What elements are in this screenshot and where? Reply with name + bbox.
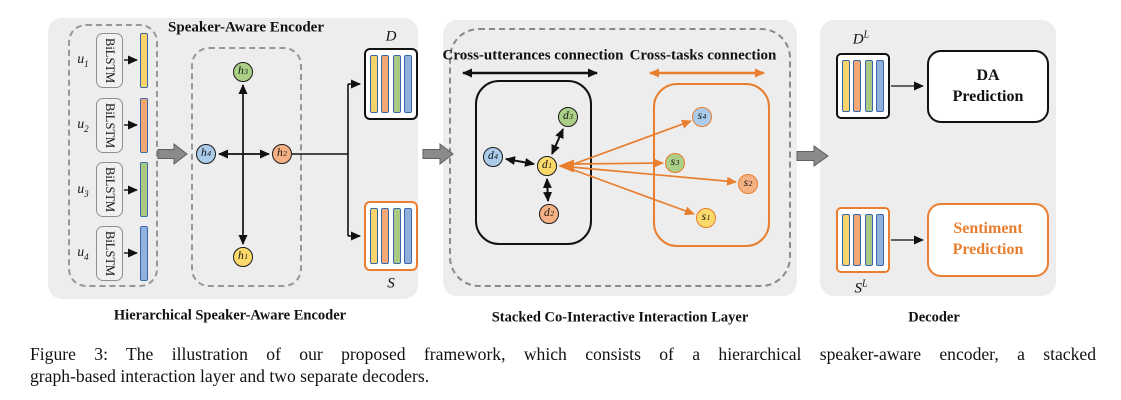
u3-sub: 3 <box>84 188 89 199</box>
bilstm-box-2: BiLSTM <box>96 98 123 153</box>
interaction-caption: Stacked Co-Interactive Interaction Layer <box>491 309 749 326</box>
h3-base: h <box>238 65 244 78</box>
s-bar-orange <box>381 208 390 264</box>
u2-sub: 2 <box>84 123 89 134</box>
speaker-encoder-title: Speaker-Aware Encoder <box>168 19 324 36</box>
sl-matrix-label: SL <box>854 279 867 298</box>
sl-bar-yellow <box>841 214 850 266</box>
sl-sup: L <box>861 278 868 290</box>
d3-base: d <box>563 110 569 123</box>
utterance-group-box <box>68 24 158 287</box>
figure-caption-line1: Figure 3: The illustration of our propos… <box>30 344 1096 364</box>
d-bar-blue <box>404 55 413 113</box>
s-bar-green <box>392 208 401 264</box>
figure-caption: Figure 3: The illustration of our propos… <box>30 344 1096 388</box>
utterance-label-u2: u2 <box>77 116 88 134</box>
dl-bar-blue <box>876 60 885 112</box>
dl-bar-green <box>864 60 873 112</box>
dl-bar-orange <box>853 60 862 112</box>
dl-bar-yellow <box>841 60 850 112</box>
d-bar-yellow <box>369 55 378 113</box>
u2-base: u <box>77 116 85 132</box>
h4-base: h <box>201 147 207 160</box>
bilstm-box-4: BiLSTM <box>96 226 123 281</box>
dl-sup: L <box>863 29 870 41</box>
sl-bar-blue <box>876 214 885 266</box>
bilstm-box-1: BiLSTM <box>96 33 123 88</box>
figure-caption-line2: graph-based interaction layer and two se… <box>30 365 430 386</box>
sentiment-prediction-line2: Prediction <box>952 241 1024 258</box>
d1-base: d <box>542 159 548 172</box>
h1-base: h <box>238 250 244 263</box>
da-prediction-line1: DA <box>976 66 1000 84</box>
sentiment-prediction-box: Sentiment Prediction <box>927 203 1049 277</box>
sentiment-prediction-line1: Sentiment <box>953 220 1023 238</box>
u3-base: u <box>77 181 85 197</box>
utterance-label-u1: u1 <box>77 51 88 69</box>
sl-bar-green <box>864 214 873 266</box>
u1-base: u <box>77 51 85 67</box>
u1-sub: 1 <box>84 58 89 69</box>
s2-base: s <box>743 177 749 190</box>
u4-base: u <box>77 244 85 260</box>
d-bar-green <box>392 55 401 113</box>
s1-base: s <box>701 211 707 224</box>
dl-matrix-label: DL <box>853 30 869 49</box>
dl-base: D <box>852 31 864 48</box>
sl-base: S <box>854 280 862 297</box>
sl-matrix-box <box>836 207 890 273</box>
dl-matrix-box <box>836 53 890 119</box>
da-prediction-box: DA Prediction <box>927 50 1049 123</box>
cross-tasks-label: Cross-tasks connection <box>629 47 777 64</box>
d-bar-orange <box>381 55 390 113</box>
decoder-caption: Decoder <box>908 309 960 326</box>
d4-base: d <box>488 150 494 163</box>
cross-utterances-label: Cross-utterances connection <box>442 47 624 64</box>
d2-base: d <box>544 207 550 220</box>
utterance-vector-4 <box>140 226 148 281</box>
d-matrix-label: D <box>385 28 397 45</box>
s3-base: s <box>670 156 676 169</box>
da-prediction-line2: Prediction <box>952 87 1024 105</box>
h2-base: h <box>277 147 283 160</box>
s-matrix-box <box>364 201 418 271</box>
utterance-vector-3 <box>140 162 148 217</box>
bilstm-box-3: BiLSTM <box>96 162 123 217</box>
s-matrix-label: S <box>387 275 395 292</box>
encoder-caption: Hierarchical Speaker-Aware Encoder <box>113 307 347 324</box>
u4-sub: 4 <box>84 251 89 262</box>
s-bar-yellow <box>369 208 378 264</box>
d-matrix-box <box>364 48 418 120</box>
utterance-label-u4: u4 <box>77 244 88 262</box>
utterance-vector-1 <box>140 33 148 88</box>
s-bar-blue <box>404 208 413 264</box>
s4-base: s <box>697 110 703 123</box>
utterance-vector-2 <box>140 98 148 153</box>
utterance-label-u3: u3 <box>77 181 88 199</box>
sl-bar-orange <box>853 214 862 266</box>
